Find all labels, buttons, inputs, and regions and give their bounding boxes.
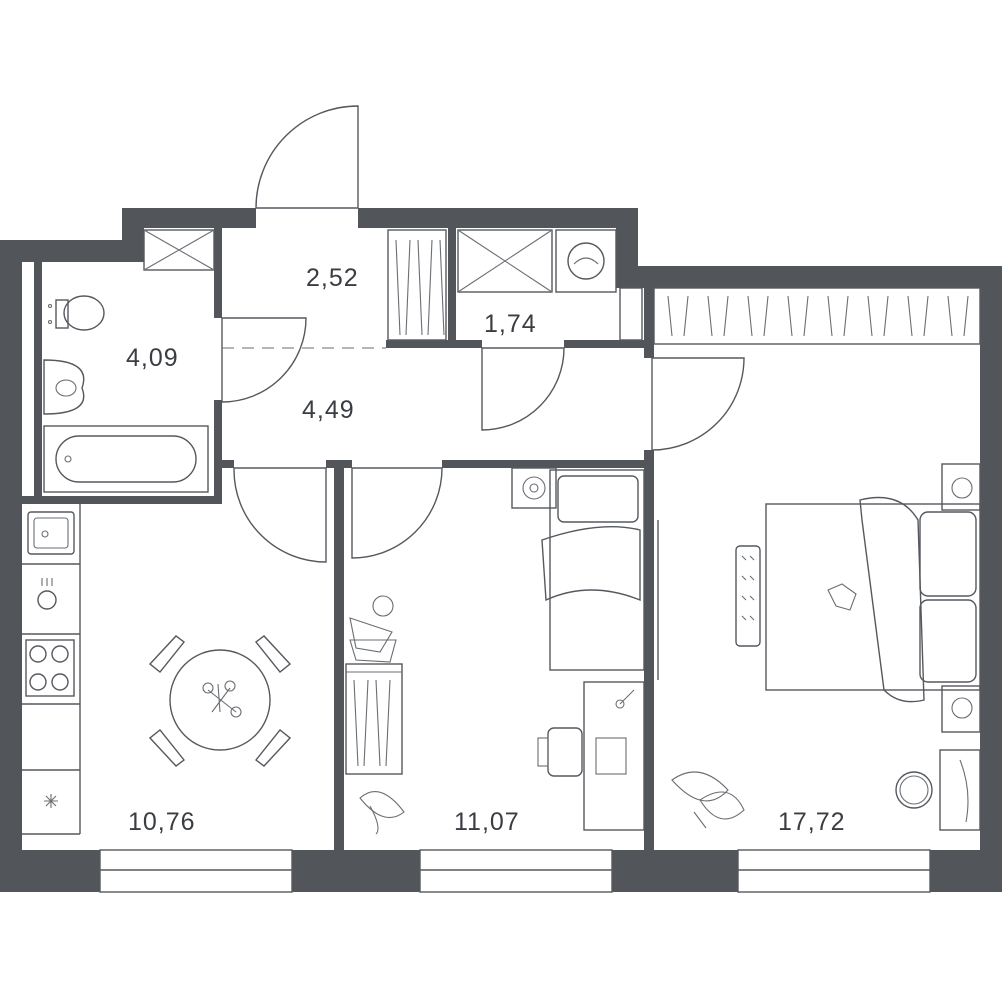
fridge-icon	[44, 794, 58, 808]
nightstand-icon	[941, 463, 981, 733]
pouf-icon	[895, 771, 933, 809]
area-storage: 1,74	[484, 310, 537, 338]
washing-machine-icon	[555, 229, 617, 293]
chair-icon	[537, 727, 583, 777]
area-bathroom: 4,09	[126, 344, 179, 372]
area-kitchen: 10,76	[128, 808, 196, 836]
kitchen-sink-icon	[27, 511, 75, 555]
toilet-icon	[47, 295, 105, 331]
bathtub-icon	[43, 425, 209, 493]
windows	[99, 849, 931, 893]
stove-icon	[25, 639, 75, 697]
bed-icon	[765, 496, 981, 703]
area-bedroom-small: 11,07	[454, 808, 520, 836]
plant-icon	[359, 790, 405, 835]
walls	[0, 208, 1002, 892]
toys-icon	[349, 595, 397, 663]
area-corridor: 2,52	[306, 264, 359, 292]
area-hallway: 4,49	[302, 396, 355, 424]
desk-icon	[583, 681, 645, 831]
kitchen-counter	[22, 504, 81, 835]
area-bedroom-large: 17,72	[778, 808, 846, 836]
wardrobe-icon	[653, 287, 981, 345]
nightstand-icon	[511, 467, 557, 509]
wardrobe-icon	[345, 663, 403, 775]
dresser-icon	[939, 749, 981, 831]
plant-icon	[671, 771, 745, 829]
bed-icon	[541, 469, 645, 671]
rug-icon	[735, 545, 761, 647]
storage-shelf-icon	[143, 229, 643, 341]
oven-icon	[37, 578, 57, 610]
doors	[221, 105, 745, 563]
sink-icon	[43, 359, 85, 415]
wardrobe-icon	[387, 229, 447, 341]
dining-table-icon	[148, 635, 292, 767]
